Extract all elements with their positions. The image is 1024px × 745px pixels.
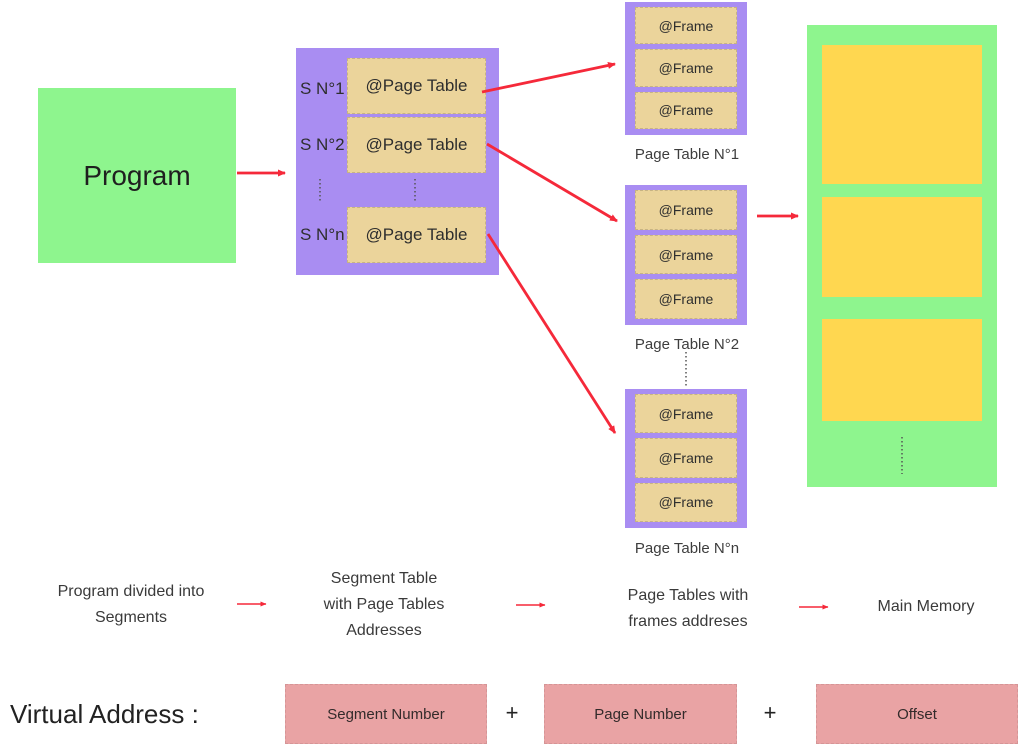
virtual-address-offset: Offset xyxy=(816,684,1018,744)
arrow-segment2-to-pagetable2-icon xyxy=(486,142,618,223)
page-table-1: @Frame @Frame @Frame xyxy=(625,2,747,135)
frame-cell: @Frame xyxy=(635,234,737,275)
page-table-2-caption: Page Table N°2 xyxy=(634,336,740,353)
page-table-n-caption: Page Table N°n xyxy=(634,540,740,557)
legend-step-segment-table: Segment Table with Page Tables Addresses xyxy=(323,570,445,639)
segment-row-value: @Page Table xyxy=(347,207,486,263)
arrow-segment1-to-pagetable1-icon xyxy=(481,62,616,94)
virtual-address-page-number: Page Number xyxy=(544,684,737,744)
legend-step-program: Program divided into Segments xyxy=(57,583,205,626)
legend-step-main-memory: Main Memory xyxy=(877,598,975,615)
frame-cell: @Frame xyxy=(635,49,737,87)
memory-frame-block xyxy=(822,45,982,184)
legend-step-page-tables: Page Tables with frames addreses xyxy=(627,587,749,630)
frame-cell: @Frame xyxy=(635,190,737,230)
page-table-1-caption: Page Table N°1 xyxy=(634,146,740,163)
segment-row-label: S N°1 xyxy=(300,79,345,98)
segment-table: S N°1 @Page Table S N°2 @Page Table S N°… xyxy=(296,48,499,275)
page-table-n: @Frame @Frame @Frame xyxy=(625,389,747,528)
frame-cell: @Frame xyxy=(635,91,737,129)
frame-cell: @Frame xyxy=(635,7,737,45)
segment-row-value: @Page Table xyxy=(347,117,486,173)
virtual-address-label: Virtual Address : xyxy=(10,699,199,729)
virtual-address-segment-number: Segment Number xyxy=(285,684,487,744)
segment-row-label: S N°n xyxy=(300,225,345,244)
arrow-segmentn-to-pagetablen-icon xyxy=(486,233,617,434)
frame-cell: @Frame xyxy=(635,482,737,522)
memory-frame-block xyxy=(822,197,982,297)
frame-cell: @Frame xyxy=(635,438,737,478)
frame-cell: @Frame xyxy=(635,279,737,320)
segment-row-label: S N°2 xyxy=(300,135,345,154)
frame-cell: @Frame xyxy=(635,394,737,434)
page-table-2: @Frame @Frame @Frame xyxy=(625,185,747,325)
program-label: Program xyxy=(83,159,191,191)
segment-row-value: @Page Table xyxy=(347,58,486,114)
main-memory-box xyxy=(807,25,997,487)
program-box: Program xyxy=(38,88,236,263)
plus-sign: + xyxy=(505,700,519,725)
plus-sign: + xyxy=(763,700,777,725)
memory-frame-block xyxy=(822,319,982,421)
